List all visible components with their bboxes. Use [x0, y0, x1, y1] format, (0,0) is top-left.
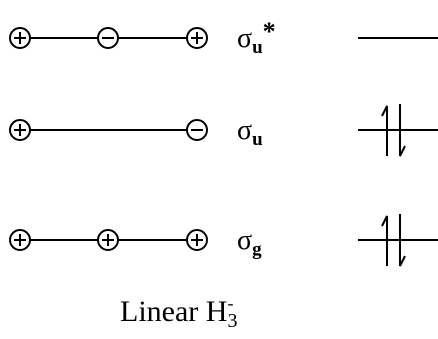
lobe-plus: [9, 27, 31, 49]
orbital-subscript: u: [252, 129, 263, 150]
lobe-plus: [9, 229, 31, 251]
orbital-row-1: σu*: [9, 17, 438, 58]
orbital-label: σu*: [237, 17, 276, 58]
electron-up-arrow: [381, 105, 388, 156]
orbital-symbol: σ: [237, 225, 252, 256]
caption-subscript: 3: [227, 310, 238, 332]
caption-main: Linear H: [120, 295, 228, 328]
orbital-row-3: σg: [9, 214, 438, 267]
orbital-symbol: σ: [237, 115, 252, 146]
caption: Linear H3-: [0, 285, 438, 339]
electron-up-arrow: [381, 215, 388, 266]
electron-down-arrow: [399, 214, 406, 267]
orbital-subscript: g: [252, 239, 262, 260]
orbital-symbol: σ: [237, 23, 252, 54]
lobe-plus: [186, 27, 208, 49]
orbital-label: σu: [237, 115, 263, 150]
lobe-plus: [186, 229, 208, 251]
lobe-minus: [97, 27, 119, 49]
orbital-label: σg: [237, 225, 262, 260]
orbital-star: *: [263, 17, 276, 46]
orbital-subscript: u: [252, 37, 263, 58]
lobe-plus: [9, 119, 31, 141]
caption-superscript: -: [227, 293, 234, 313]
lobe-plus: [97, 229, 119, 251]
electron-down-arrow: [399, 104, 406, 157]
lobe-minus: [186, 119, 208, 141]
orbital-row-2: σu: [9, 104, 438, 157]
